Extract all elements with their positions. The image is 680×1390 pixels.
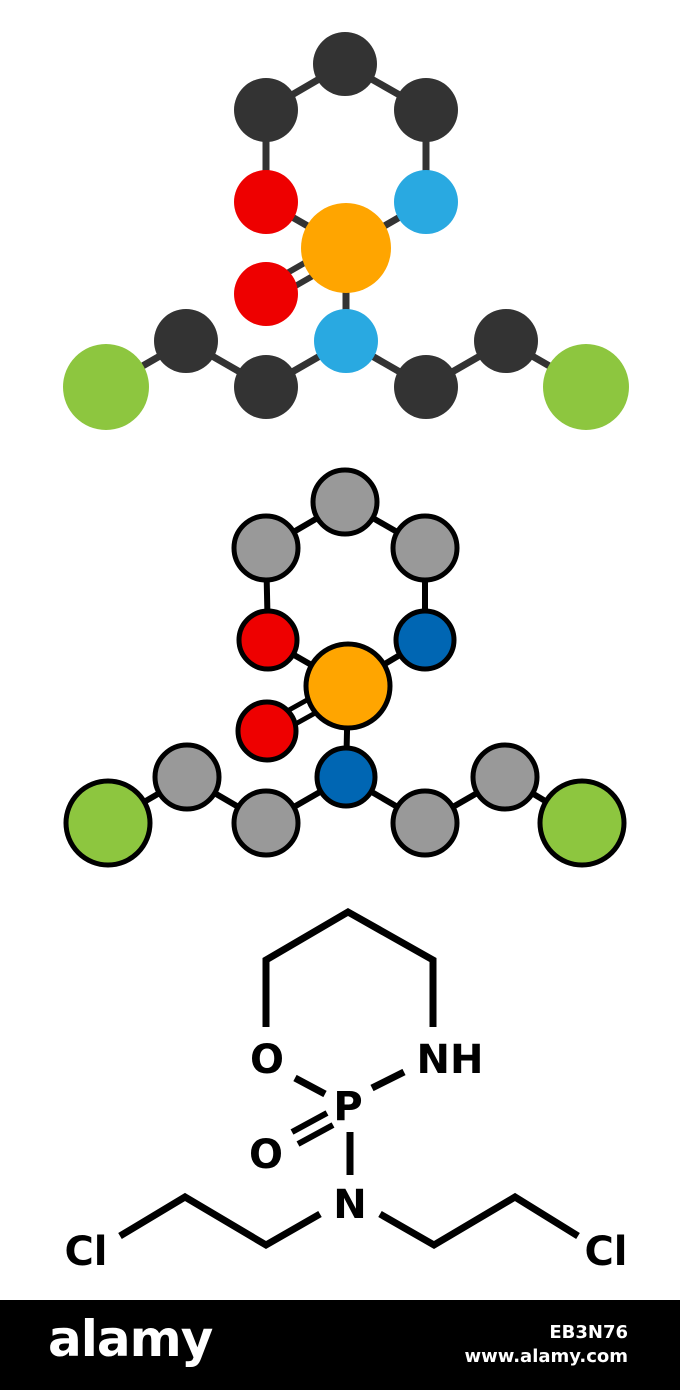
chlorine-left-label: Cl xyxy=(64,1229,107,1275)
chlorine-atom-cl2 xyxy=(543,344,629,430)
outlined-carbon-atom-c2 xyxy=(231,513,301,583)
outlined-ball-and-stick-model xyxy=(63,467,627,868)
site-url: www.alamy.com xyxy=(464,1346,628,1367)
skeletal-bond-ring-left xyxy=(262,907,437,1027)
carbon-atom-cb xyxy=(234,355,298,419)
skeletal-double-bond-2 xyxy=(296,1122,335,1147)
skeletal-bond-right-chain xyxy=(378,1192,580,1250)
alamy-logo: alamy xyxy=(48,1310,213,1368)
chlorine-atom-cl1 xyxy=(63,344,149,430)
skeletal-bond-nh-p-bond xyxy=(370,1068,406,1092)
outlined-chlorine-atom-cl1 xyxy=(63,778,153,868)
outlined-carbon-atom-c1 xyxy=(310,467,380,537)
outlined-nitrogen-atom-n1 xyxy=(393,608,457,672)
molecule-drawing: O NH P O N Cl Cl xyxy=(63,32,629,1275)
outlined-carbon-atom-cb xyxy=(231,788,301,858)
oxo-oxygen-label: O xyxy=(249,1132,283,1178)
nitrogen-atom-n2 xyxy=(314,309,378,373)
flat-ball-and-stick-model xyxy=(63,32,629,430)
oxygen-atom-o1 xyxy=(234,170,298,234)
carbon-atom-cd xyxy=(474,309,538,373)
ring-oxygen-label: O xyxy=(250,1037,284,1083)
carbon-atom-ca xyxy=(154,309,218,373)
skeletal-bond-left-chain xyxy=(118,1192,322,1250)
phosphorus-atom-p xyxy=(301,203,391,293)
oxygen-atom-o2 xyxy=(234,262,298,326)
chlorine-right-label: Cl xyxy=(584,1229,627,1275)
outlined-nitrogen-atom-n2 xyxy=(314,745,378,809)
carbon-atom-c2 xyxy=(234,78,298,142)
stock-footer-bar: alamy EB3N76 www.alamy.com xyxy=(0,1300,680,1390)
outlined-chlorine-atom-cl2 xyxy=(537,778,627,868)
outlined-carbon-atom-cd xyxy=(470,742,540,812)
carbon-atom-cc xyxy=(394,355,458,419)
outlined-carbon-atom-cc xyxy=(390,788,460,858)
amine-nitrogen-label: N xyxy=(333,1182,366,1228)
outlined-carbon-atom-ca xyxy=(152,742,222,812)
outlined-oxygen-atom-o1 xyxy=(236,608,300,672)
skeletal-double-bond-1 xyxy=(290,1110,329,1135)
nitrogen-atom-n1 xyxy=(394,170,458,234)
skeletal-formula: O NH P O N Cl Cl xyxy=(64,907,628,1275)
image-id: EB3N76 xyxy=(549,1322,628,1343)
outlined-phosphorus-atom-p xyxy=(303,641,393,731)
ring-nh-label: NH xyxy=(417,1037,484,1083)
outlined-oxygen-atom-o2 xyxy=(235,699,299,763)
skeletal-bonds xyxy=(118,907,580,1250)
carbon-atom-c1 xyxy=(313,32,377,96)
outlined-carbon-atom-c3 xyxy=(390,513,460,583)
phosphorus-label: P xyxy=(333,1084,362,1130)
skeletal-bond-o-p-bond xyxy=(293,1074,327,1098)
carbon-atom-c3 xyxy=(394,78,458,142)
